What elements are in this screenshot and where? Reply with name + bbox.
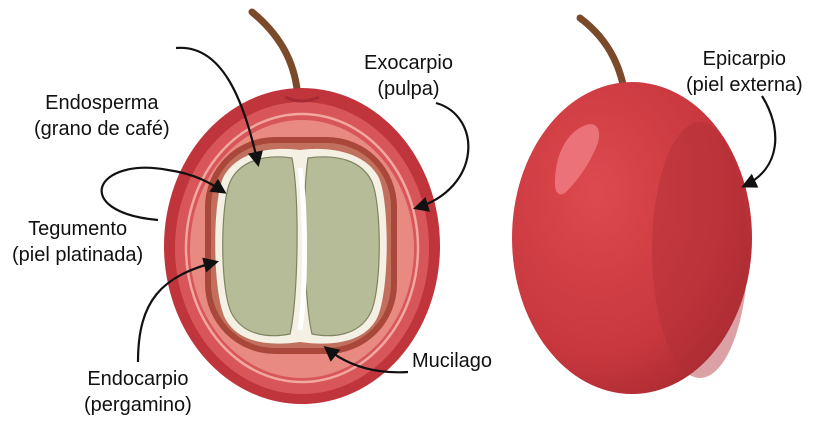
exocarpio-detail: (pulpa) [364, 76, 453, 102]
stem-left [252, 12, 298, 98]
exocarpio-name: Exocarpio [364, 50, 453, 76]
label-epicarpio: Epicarpio (piel externa) [686, 46, 803, 98]
bean-right [305, 157, 380, 336]
label-mucilago: Mucilago [412, 348, 492, 374]
label-exocarpio: Exocarpio (pulpa) [364, 50, 453, 102]
tegumento-name: Tegumento [12, 216, 143, 242]
label-endosperma: Endosperma (grano de café) [34, 90, 170, 142]
epicarpio-name: Epicarpio [686, 46, 803, 72]
whole-shade [652, 122, 748, 378]
endocarpio-detail: (pergamino) [84, 392, 192, 418]
label-endocarpio: Endocarpio (pergamino) [84, 366, 192, 418]
label-tegumento: Tegumento (piel platinada) [12, 216, 143, 268]
endosperma-name: Endosperma [34, 90, 170, 116]
endosperma-detail: (grano de café) [34, 116, 170, 142]
tegumento-detail: (piel platinada) [12, 242, 143, 268]
arrow-epicarpio [744, 96, 775, 186]
mucilago-name: Mucilago [412, 348, 492, 374]
epicarpio-detail: (piel externa) [686, 72, 803, 98]
endocarpio-name: Endocarpio [84, 366, 192, 392]
bean-left [223, 157, 297, 336]
